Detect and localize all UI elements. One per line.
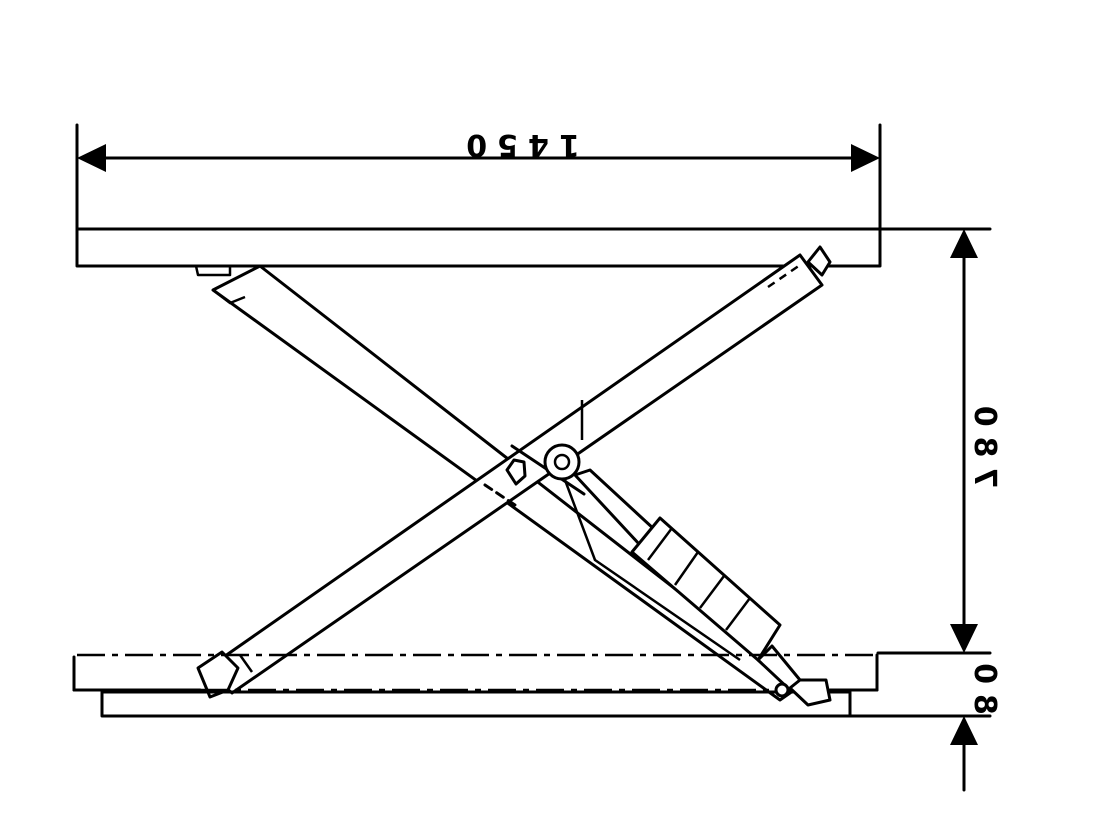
base-label: 80 xyxy=(967,653,1002,715)
height-label: 780 xyxy=(967,396,1002,489)
center-pivot-block xyxy=(505,458,527,486)
upper-left-bracket xyxy=(194,265,232,277)
main-pivot-pin xyxy=(543,443,581,481)
base-frame xyxy=(72,653,879,718)
width-arrow-left xyxy=(77,144,106,172)
cylinder-body xyxy=(630,516,782,662)
main-pivot-pin-center xyxy=(553,453,571,471)
bottom-right-roller xyxy=(788,678,832,707)
base-dimension: 80 xyxy=(950,653,1002,792)
width-arrow-right xyxy=(851,144,880,172)
scissor-arm-a-hidden-edge xyxy=(483,483,517,507)
height-arrow-bottom xyxy=(950,624,978,653)
hydraulic-cylinder xyxy=(563,468,802,692)
width-label: 1450 xyxy=(456,127,580,162)
width-dimension: 1450 xyxy=(75,123,882,234)
cylinder-link xyxy=(563,479,741,662)
height-arrow-top xyxy=(950,229,978,258)
base-arrow xyxy=(950,716,978,745)
cylinder-base-pin xyxy=(774,682,790,698)
height-dimension: 780 xyxy=(848,227,1002,718)
top-platform xyxy=(75,227,882,268)
